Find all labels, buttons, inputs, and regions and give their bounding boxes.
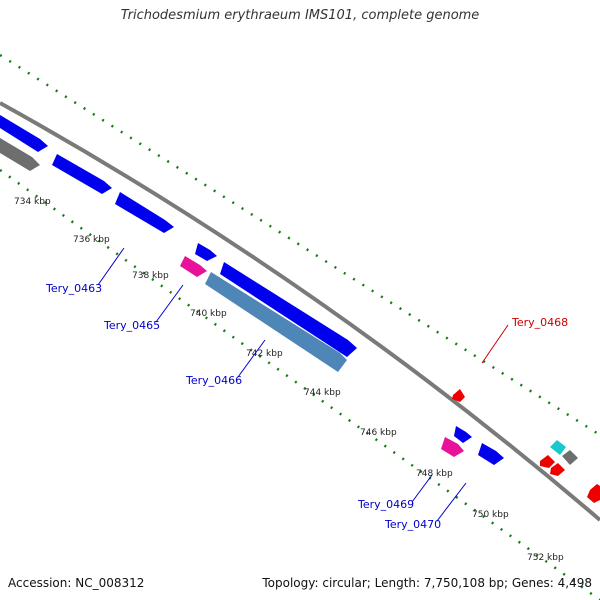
gene-red-4[interactable] bbox=[587, 484, 600, 503]
gene-forward-3[interactable] bbox=[115, 192, 174, 233]
gene-label-tery-0469[interactable]: Tery_0469 bbox=[357, 498, 414, 511]
gene-pink-2[interactable] bbox=[441, 437, 464, 457]
callout-line-0468 bbox=[481, 324, 509, 364]
gene-pink-1[interactable] bbox=[180, 256, 207, 277]
tick-labels: 734 kbp 736 kbp 738 kbp 740 kbp 742 kbp … bbox=[14, 197, 564, 563]
gene-label-tery-0470[interactable]: Tery_0470 bbox=[384, 518, 441, 531]
gene-label-tery-0466[interactable]: Tery_0466 bbox=[185, 374, 242, 387]
tick-label: 752 kbp bbox=[527, 553, 564, 563]
genome-title: Trichodesmium erythraeum IMS101, complet… bbox=[120, 8, 480, 23]
callout-line-0470 bbox=[436, 482, 467, 522]
genome-backbone bbox=[0, 101, 600, 522]
gene-steel-1[interactable] bbox=[205, 272, 347, 372]
outer-gc-track bbox=[0, 53, 600, 437]
gene-forward-7[interactable] bbox=[478, 443, 504, 465]
tick-label: 734 kbp bbox=[14, 197, 51, 207]
gene-red-3[interactable] bbox=[550, 463, 565, 476]
callout-line-0465 bbox=[155, 284, 184, 323]
tick-label: 742 kbp bbox=[246, 349, 283, 359]
topology-label: Topology: circular; Length: 7,750,108 bp… bbox=[262, 576, 592, 590]
gene-gray-1[interactable] bbox=[0, 138, 40, 171]
gene-forward-6[interactable] bbox=[454, 426, 472, 443]
gene-cyan-1[interactable] bbox=[550, 440, 566, 455]
gene-gray-2[interactable] bbox=[562, 450, 578, 465]
callout-line-0463 bbox=[97, 247, 125, 286]
tick-label: 746 kbp bbox=[360, 428, 397, 438]
gene-forward-1[interactable] bbox=[0, 115, 48, 152]
accession-label: Accession: NC_008312 bbox=[8, 576, 145, 590]
tick-label: 750 kbp bbox=[472, 510, 509, 520]
reverse-genes bbox=[0, 138, 464, 457]
gene-forward-4[interactable] bbox=[195, 243, 217, 261]
tick-label: 748 kbp bbox=[416, 469, 453, 479]
tick-label: 736 kbp bbox=[73, 235, 110, 245]
gene-label-tery-0465[interactable]: Tery_0465 bbox=[103, 319, 160, 332]
callout-line-0466 bbox=[237, 339, 266, 378]
tick-label: 744 kbp bbox=[304, 388, 341, 398]
callout-line-0469 bbox=[411, 474, 433, 503]
far-right-genes bbox=[452, 389, 600, 503]
gene-forward-2[interactable] bbox=[52, 154, 112, 194]
gene-label-tery-0463[interactable]: Tery_0463 bbox=[45, 282, 102, 295]
tick-label: 740 kbp bbox=[190, 309, 227, 319]
gene-red-2[interactable] bbox=[540, 455, 555, 468]
forward-genes bbox=[0, 115, 504, 465]
gene-red-1[interactable] bbox=[452, 389, 465, 402]
gene-label-tery-0468[interactable]: Tery_0468 bbox=[511, 316, 568, 329]
callout-lines bbox=[97, 247, 509, 522]
tick-label: 738 kbp bbox=[132, 271, 169, 281]
gene-labels: Tery_0463 Tery_0465 Tery_0466 Tery_0468 … bbox=[45, 282, 568, 531]
gene-forward-5[interactable] bbox=[220, 262, 357, 357]
